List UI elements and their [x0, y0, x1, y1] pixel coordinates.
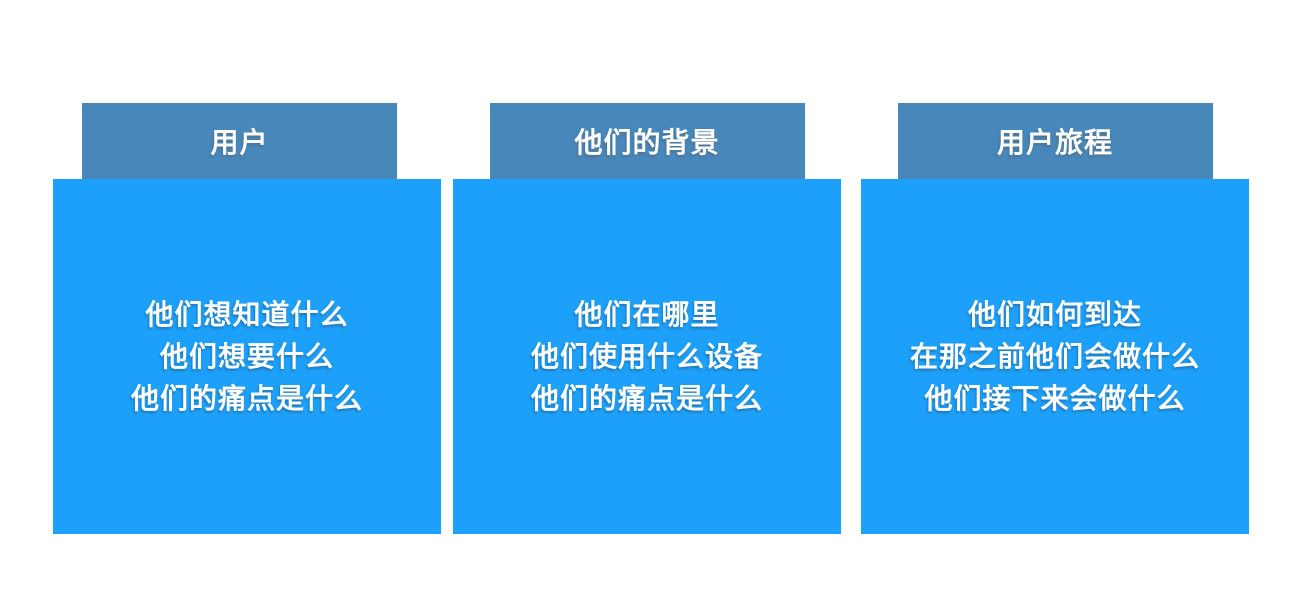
card-users-line-1: 他们想知道什么: [145, 298, 349, 330]
card-journey-line-3: 他们接下来会做什么: [924, 382, 1186, 414]
card-users-body: 他们想知道什么 他们想要什么 他们的痛点是什么: [53, 179, 441, 534]
card-background: 他们的背景 他们在哪里 他们使用什么设备 他们的痛点是什么: [453, 103, 841, 534]
card-background-line-1: 他们在哪里: [574, 298, 720, 330]
card-journey-title: 用户旅程: [996, 127, 1113, 158]
card-journey: 用户旅程 他们如何到达 在那之前他们会做什么 他们接下来会做什么: [861, 103, 1249, 534]
card-background-header: 他们的背景: [489, 103, 805, 179]
card-journey-header: 用户旅程: [897, 103, 1213, 179]
card-users-line-3: 他们的痛点是什么: [130, 382, 363, 414]
card-users: 用户 他们想知道什么 他们想要什么 他们的痛点是什么: [53, 103, 441, 534]
card-background-title: 他们的背景: [574, 127, 720, 158]
card-journey-line-2: 在那之前他们会做什么: [909, 340, 1200, 372]
card-users-header: 用户: [82, 103, 397, 179]
card-journey-body: 他们如何到达 在那之前他们会做什么 他们接下来会做什么: [861, 179, 1249, 534]
card-journey-line-1: 他们如何到达: [967, 298, 1142, 330]
card-background-line-2: 他们使用什么设备: [530, 340, 763, 372]
card-background-line-3: 他们的痛点是什么: [530, 382, 763, 414]
card-users-title: 用户: [210, 127, 269, 158]
card-background-body: 他们在哪里 他们使用什么设备 他们的痛点是什么: [453, 179, 841, 534]
card-users-line-2: 他们想要什么: [159, 340, 334, 372]
